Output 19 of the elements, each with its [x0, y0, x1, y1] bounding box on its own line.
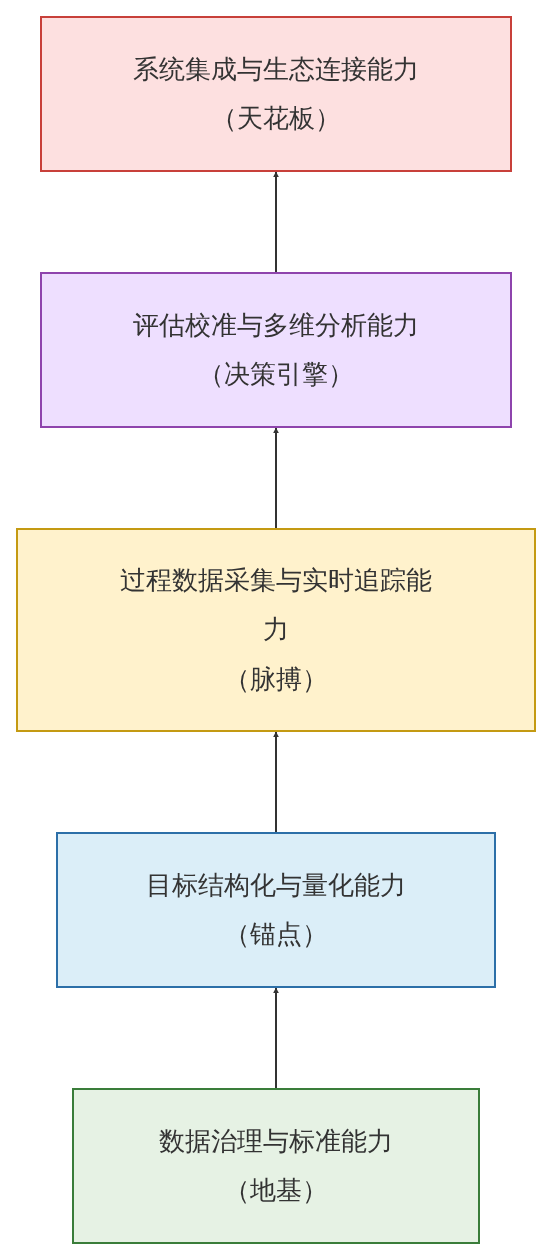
capability-role: （决策引擎） [198, 358, 354, 391]
capability-name: 系统集成与生态连接能力 [133, 52, 419, 86]
arrow [273, 171, 279, 273]
capability-name: 过程数据采集与实时追踪能力 [119, 563, 433, 647]
capability-name: 目标结构化与量化能力 [146, 868, 406, 902]
capability-role: （锚点） [224, 918, 328, 951]
capability-name: 数据治理与标准能力 [159, 1124, 393, 1158]
arrow [273, 987, 279, 1089]
capability-name: 评估校准与多维分析能力 [133, 308, 419, 342]
capability-role: （地基） [224, 1174, 328, 1207]
capability-box [40, 272, 512, 428]
capability-box [40, 16, 512, 172]
capability-role: （天花板） [211, 102, 341, 135]
capability-role: （脉搏） [224, 662, 328, 696]
arrow [273, 427, 279, 529]
capability-box [16, 528, 536, 732]
arrow [273, 731, 279, 833]
capability-box [72, 1088, 480, 1244]
capability-box [56, 832, 496, 988]
